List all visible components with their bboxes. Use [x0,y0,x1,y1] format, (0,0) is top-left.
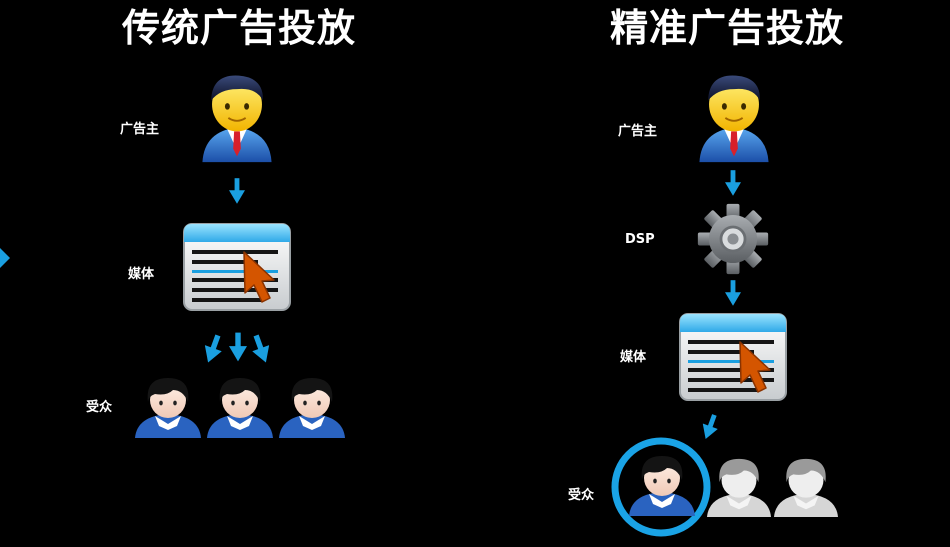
advertiser-icon [694,68,774,164]
traditional-title: 传统广告投放 [122,6,357,50]
precision-title: 精准广告投放 [610,6,845,50]
down-arrow-icon [199,331,227,367]
gear-icon [696,202,770,276]
advertiser-icon [197,68,277,164]
media-window-icon [678,312,788,402]
dsp-label: DSP [625,232,655,247]
audience-person-icon [277,374,347,440]
down-arrow-icon [247,331,275,367]
traditional-advertiser-label: 广告主 [120,122,160,137]
down-arrow-icon [229,176,245,206]
right-arrow-icon [0,248,10,268]
down-arrow-icon [725,168,741,198]
traditional-media-label: 媒体 [128,267,155,282]
highlight-ring [611,437,711,537]
precision-advertiser-label: 广告主 [618,124,658,139]
precision-media-label: 媒体 [620,350,647,365]
down-arrow-icon [229,331,247,363]
audience-person-icon [133,374,203,440]
targeted-audience-person-icon [627,452,697,518]
audience-person-icon [205,374,275,440]
untargeted-audience-person-icon [705,455,773,519]
traditional-audience-label: 受众 [86,400,113,415]
down-arrow-icon [725,278,741,308]
untargeted-audience-person-icon [772,455,840,519]
media-window-icon [182,222,292,312]
precision-audience-label: 受众 [568,488,595,503]
